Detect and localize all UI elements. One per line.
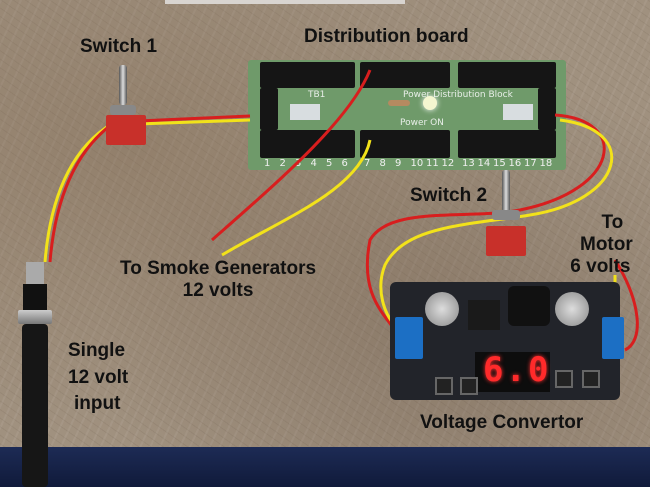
blue-cloth — [0, 447, 650, 487]
switch1-body — [106, 115, 146, 145]
jack-plug — [22, 324, 48, 487]
wire-yellow-switch2 — [379, 118, 614, 327]
converter-output-terminal — [602, 317, 624, 359]
terminal-number: 4 — [310, 158, 317, 169]
label-input-line2: 12 volt — [68, 366, 129, 388]
wire-yellow-input — [43, 118, 251, 263]
pcb-text-title: Power Distribution Block — [403, 90, 513, 100]
button-set — [555, 370, 573, 388]
capacitor-left — [425, 292, 459, 326]
terminal-number: 13 — [462, 158, 475, 169]
paper-edge — [165, 0, 405, 4]
terminal-number: 9 — [395, 158, 402, 169]
label-smoke-line1: To Smoke Generators — [120, 258, 317, 279]
label-voltage-convertor: Voltage Convertor — [420, 412, 584, 433]
button-plus — [435, 377, 453, 395]
power-led — [423, 96, 437, 110]
inductor-470 — [508, 286, 550, 326]
wire-red-motor — [613, 259, 639, 352]
terminal-number: 18 — [539, 158, 553, 169]
jack-tab — [26, 262, 44, 284]
label-input: Single 12 volt input — [68, 338, 128, 418]
label-input-line1: Single — [68, 340, 126, 361]
terminal-number: 17 — [524, 158, 537, 169]
label-input-line3: input — [74, 393, 121, 415]
terminal-block-bottom-3 — [458, 130, 556, 158]
resistor — [388, 100, 410, 106]
terminal-number: 2 — [279, 158, 286, 169]
terminal-number: 8 — [379, 158, 386, 169]
jack-nut — [18, 310, 52, 324]
led-display: 6.0 — [475, 350, 551, 392]
wire-yellow-smoke — [221, 139, 372, 257]
terminal-block-tb1-top — [260, 62, 355, 88]
wire-red-input — [48, 114, 251, 263]
terminal-number: 14 — [477, 158, 491, 169]
switch1-toggle — [119, 65, 127, 105]
wire-red-switch2 — [365, 113, 606, 331]
switch2-body — [486, 226, 526, 256]
capacitor-right — [555, 292, 589, 326]
terminal-number: 1 — [264, 158, 271, 169]
jack-body — [23, 284, 47, 310]
terminal-number: 11 — [426, 158, 439, 169]
label-motor-line3: 6 volts — [570, 255, 631, 277]
terminal-number: 15 — [493, 158, 506, 169]
label-switch2: Switch 2 — [410, 185, 488, 206]
terminal-block-bottom-2 — [360, 130, 450, 158]
button-minus — [460, 377, 478, 395]
label-distribution-board: Distribution board — [304, 26, 469, 47]
label-smoke-generators: To Smoke Generators 12 volts — [120, 258, 316, 302]
switch2-toggle — [502, 170, 510, 212]
label-smoke-line2: 12 volts — [182, 279, 254, 301]
display-value: 6.0 — [483, 350, 551, 390]
switch2-nut — [492, 210, 520, 220]
terminal-number: 12 — [441, 158, 455, 169]
voltage-converter-board: 6.0 — [390, 282, 624, 400]
terminal-number: 10 — [410, 158, 424, 169]
label-sticker-left — [290, 104, 320, 120]
terminal-block-tb2-top — [360, 62, 450, 88]
terminal-number: 16 — [508, 158, 522, 169]
power-jack — [18, 262, 52, 487]
terminal-block-tb3-top — [458, 62, 556, 88]
label-motor-line2: Motor — [580, 233, 633, 255]
regulator-chip — [468, 300, 500, 330]
terminal-number: 5 — [326, 158, 333, 169]
pcb-text-tb1: TB1 — [308, 90, 326, 100]
switch1-nut — [110, 105, 136, 115]
converter-input-terminal — [395, 317, 423, 359]
label-motor: To Motor 6 volts — [570, 212, 633, 278]
terminal-block-right — [538, 88, 556, 130]
terminal-number: 6 — [341, 158, 348, 169]
label-switch1: Switch 1 — [80, 36, 158, 57]
label-motor-line1: To — [601, 212, 624, 233]
label-sticker-right — [503, 104, 533, 120]
button-off — [582, 370, 600, 388]
terminal-block-left — [260, 88, 278, 130]
terminal-number: 7 — [364, 158, 371, 169]
pcb-text-power-on: Power ON — [400, 118, 444, 128]
wire-red-smoke — [211, 69, 372, 242]
